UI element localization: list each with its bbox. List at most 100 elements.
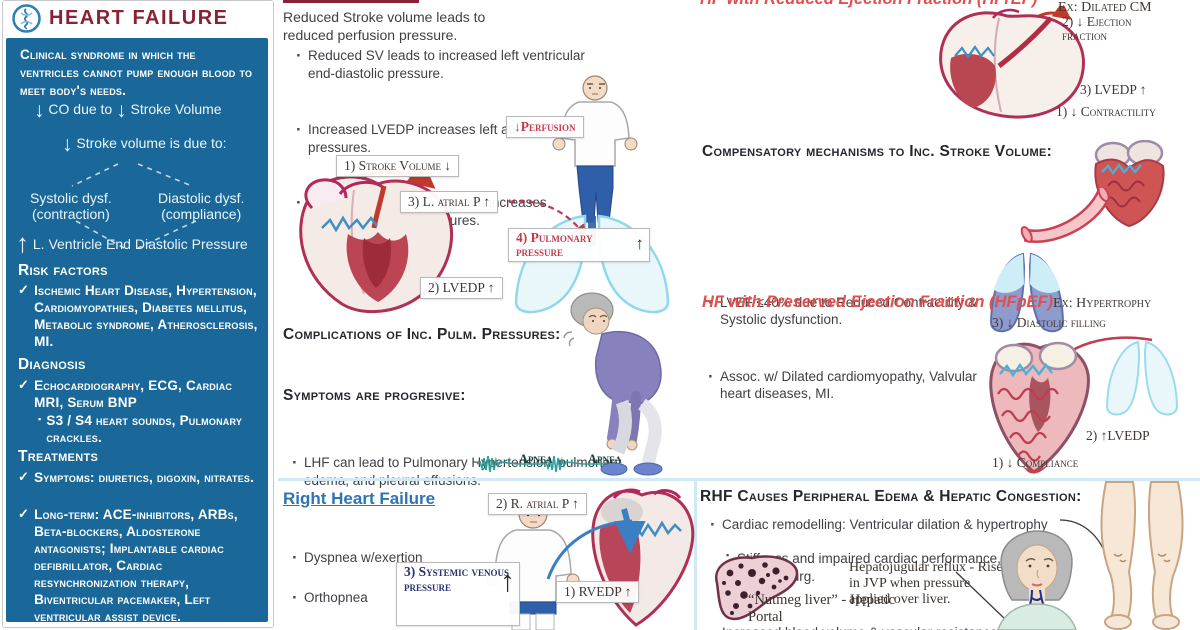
treatment-longterm-text: Long-term: ACE-inhibitors, ARBs, Beta-bl… <box>34 507 238 624</box>
diagnosis-heading: Diagnosis <box>18 356 86 373</box>
risk-factors-text: Ischemic Heart Disease, Hypertension, Ca… <box>34 283 258 349</box>
flow-co-text: CO due to <box>48 101 113 117</box>
hfref-lvedp-label: 3) LVEDP ↑ <box>1080 82 1147 97</box>
compliance-label: 1) ↓ Compliance <box>992 455 1079 470</box>
hypertrophy-label: Ex: Hypertrophy <box>1053 296 1152 311</box>
stroke-volume-label: 1) Stroke Volume ↓ <box>336 155 460 177</box>
systolic-sub: (contraction) <box>31 206 110 222</box>
diastolic-label: Diastolic dysf. <box>158 190 245 206</box>
dyspnea-patient-figure <box>563 292 663 476</box>
diagnosis-item: ✓ Echocardiography, ECG, Cardiac MRI, Se… <box>18 377 264 411</box>
flow-line-3: ↑ L. Ventricle End Diastolic Pressure <box>16 230 248 256</box>
nutmeg-liver-caption: “Nutmeg liver” - Hepatic Portal <box>748 592 895 625</box>
up-arrow-icon: ↑ <box>500 565 515 598</box>
lhf-bullet-1: Reduced SV leads to increased left ventr… <box>296 45 613 82</box>
sidebar-header: HEART FAILURE <box>3 1 273 35</box>
pulmonary-pressure-label: 4) Pulmonary pressure ↑ <box>508 228 650 263</box>
lvedp-label: 2) LVEDP ↑ <box>420 277 503 299</box>
symptoms-heading: Symptoms are progresive: <box>283 387 466 404</box>
treatment-symptomatic: ✓ Symptoms: diuretics, digoxin, nitrates… <box>18 469 264 486</box>
symptom-item: Dyspnea w/exertion <box>292 547 554 569</box>
treatment-symptomatic-text: Symptoms: diuretics, digoxin, nitrates. <box>34 470 255 485</box>
sidebar-panel: Clinical syndrome in which the ventricle… <box>6 38 268 625</box>
check-icon: ✓ <box>18 506 30 521</box>
compensatory-bullet-1: Cardiac remodelling: Ventricular dilatio… <box>710 514 1137 536</box>
hepatojugular-note: Hepatojugular reflux - Rise in JVP when … <box>849 560 1003 608</box>
nutmeg-liver-illustration <box>715 555 799 621</box>
rhf-title: Right Heart Failure <box>283 489 436 508</box>
flow-line-1: ↓ CO due to ↓ Stroke Volume <box>34 100 222 121</box>
blood-vessel-illustration <box>1020 188 1111 243</box>
hypertrophic-heart-diagram <box>989 341 1090 474</box>
check-icon: ✓ <box>18 377 30 392</box>
diastolic-sub: (compliance) <box>161 206 242 222</box>
left-atrial-label: 3) L. atrial P ↑ <box>400 191 499 213</box>
arrow-atrial-to-pulmonary <box>508 200 587 238</box>
branch-systolic: Systolic dysf. (contraction) <box>30 190 112 222</box>
lungs-illustration-small <box>1105 340 1179 416</box>
cheyne-stokes-waveform <box>476 455 610 473</box>
lhf-title-underline <box>283 0 419 3</box>
down-arrow-icon: ↓ <box>34 99 45 122</box>
edema-legs-illustration <box>1100 481 1184 630</box>
treatments-heading: Treatments <box>18 448 99 465</box>
flow-lvedp-text: L. Ventricle End Diastolic Pressure <box>32 236 248 252</box>
dilated-cm-heart-diagram <box>939 6 1085 119</box>
apnea-label: Apnea <box>519 452 553 466</box>
dilated-cm-label: Ex: Dilated CM <box>1058 0 1152 15</box>
perfusion-label: ↓Perfusion <box>506 116 584 138</box>
treatment-longterm: ✓ Long-term: ACE-inhibitors, ARBs, Beta-… <box>18 506 268 625</box>
compensatory-bullet-2: Increased blood volume & vascular resist… <box>710 622 1092 630</box>
connector-to-neck <box>955 571 1007 621</box>
systemic-venous-pressure-label: 3) Systemic venous pressure ↑ <box>396 562 520 626</box>
flow-line2-text: Stroke volume is due to: <box>76 135 227 151</box>
pulmonary-pressure-text: 4) Pulmonary pressure <box>516 230 593 260</box>
rvedp-label: 1) RVEDP ↑ <box>556 581 640 603</box>
hfref-title: HF with Reduced Ejection Fraction (HFrEF… <box>700 0 1037 9</box>
up-arrow-icon: ↑ <box>16 228 29 258</box>
jvd-patient-figure <box>997 530 1077 630</box>
brand-logo-icon <box>12 4 41 33</box>
diagnosis-sub-text: S3 / S4 heart sounds, Pulmonary crackles… <box>46 413 243 445</box>
section-divider-horizontal <box>278 478 1200 481</box>
hfpef-title: HF with Preserved Ejection Fraction (HFp… <box>702 293 1054 311</box>
flow-line-2: ↓ Stroke volume is due to: <box>62 134 227 155</box>
definition-text: Clinical syndrome in which the ventricle… <box>20 47 253 98</box>
flow-dashed-connectors <box>71 163 197 249</box>
check-icon: ✓ <box>18 469 30 484</box>
hfpef-lvedp-label: 2) ↑LVEDP <box>1086 428 1150 443</box>
congested-lungs-illustration <box>989 252 1065 333</box>
check-icon: ✓ <box>18 282 30 297</box>
square-bullet-icon: ▪ <box>38 414 42 424</box>
diastolic-filling-label: 3) ↓ Diastolic filling <box>992 315 1106 330</box>
remodelled-heart-illustration <box>1094 140 1165 228</box>
compensatory-heading: Compensatory mechanisms to Inc. Stroke V… <box>702 143 1053 160</box>
svp-text: 3) Systemic venous pressure <box>404 564 510 594</box>
up-arrow-icon: ↑ <box>635 234 645 253</box>
ejection-fraction-label: 2) ↓ Ejection fraction <box>1062 14 1132 44</box>
lhf-intro: Reduced Stroke volume leads to reduced p… <box>283 9 486 44</box>
section-divider-vertical <box>694 481 697 630</box>
arrow-venous-return <box>546 519 633 580</box>
diagnosis-sub-item: ▪ S3 / S4 heart sounds, Pulmonary crackl… <box>38 412 260 446</box>
contractility-label: 1) ↓ Contractility <box>1056 104 1156 119</box>
hfref-bullet-1: LVEF ≤40% due to Reduced Contractility &… <box>708 292 992 329</box>
systolic-label: Systolic dysf. <box>30 190 112 206</box>
down-arrow-icon: ↓ <box>62 133 73 156</box>
lhf-bullet-2: Increased LVEDP increases left atrial pr… <box>296 119 553 156</box>
branch-diastolic: Diastolic dysf. (compliance) <box>158 190 244 222</box>
apnea-label: Apnea <box>588 452 622 466</box>
hfref-bullet-2: Assoc. w/ Dilated cardiomyopathy, Valvul… <box>708 366 978 403</box>
rhf-effects-heading: RHF Causes Peripheral Edema & Hepatic Co… <box>700 488 1082 505</box>
page-title: HEART FAILURE <box>49 7 229 29</box>
diagnosis-text: Echocardiography, ECG, Cardiac MRI, Seru… <box>34 378 233 410</box>
symptom-item: Orthopnea <box>292 587 554 609</box>
flow-sv-text: Stroke Volume <box>130 101 222 117</box>
risk-factors-item: ✓ Ischemic Heart Disease, Hypertension, … <box>18 282 264 350</box>
sidebar: HEART FAILURE Clinical syndrome in which… <box>2 0 274 628</box>
down-arrow-icon: ↓ <box>116 99 127 122</box>
symptom-item: Paroxysmal nocturnal dyspnea <box>292 626 584 630</box>
right-atrial-label: 2) R. atrial P ↑ <box>488 493 587 515</box>
risk-factors-heading: Risk factors <box>18 262 108 279</box>
